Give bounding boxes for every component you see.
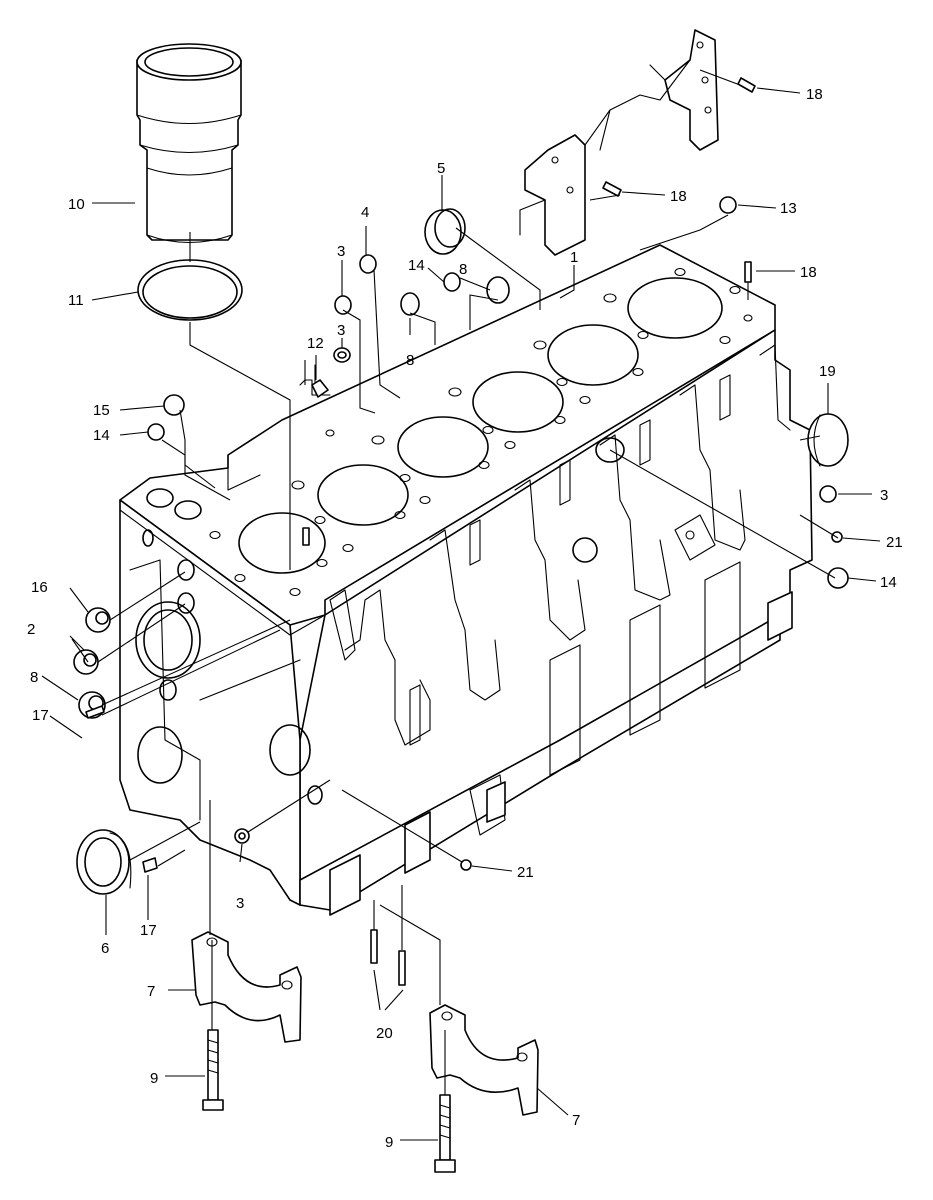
label-10: 10 [68,196,85,213]
callout-labels: 1 2 3 3 3 3 4 5 6 7 7 8 8 8 9 9 10 11 12… [27,86,903,1151]
label-20: 20 [376,1025,393,1042]
label-3a: 3 [337,243,345,260]
label-6: 6 [101,940,109,957]
oil-nozzle [299,364,331,398]
label-14a: 14 [408,257,425,274]
label-4: 4 [361,204,369,221]
label-8b: 8 [459,261,467,278]
label-13: 13 [780,200,797,217]
label-3c: 3 [236,895,244,912]
label-8c: 8 [30,669,38,686]
deck-holes [209,267,753,597]
label-18a: 18 [806,86,823,103]
label-18c: 18 [800,264,817,281]
label-15: 15 [93,402,110,419]
bushing-6 [76,829,132,895]
dowel-pins [85,77,756,873]
bolts [202,1029,456,1173]
leader-lines [41,69,881,1141]
label-16: 16 [31,579,48,596]
label-1: 1 [570,249,578,266]
label-21a: 21 [886,534,903,551]
label-8a: 8 [406,352,414,369]
label-5: 5 [437,160,445,177]
label-18b: 18 [670,188,687,205]
label-19: 19 [819,363,836,380]
label-21b: 21 [517,864,534,881]
label-3d: 3 [880,487,888,504]
cylinder-liner [136,43,242,244]
screws-20 [370,929,406,986]
label-17b: 17 [140,922,157,939]
front-bracket [519,29,719,256]
label-14b: 14 [93,427,110,444]
o-ring [137,259,243,321]
bearing-cap-left [191,931,302,1043]
side-ribs [329,344,791,746]
label-11: 11 [68,292,84,309]
label-9a: 9 [150,1070,158,1087]
label-3b: 3 [337,322,345,339]
plug-5 [424,208,466,255]
label-12: 12 [307,335,324,352]
label-14c: 14 [880,574,897,591]
cylinder-block [119,244,813,916]
label-7b: 7 [572,1112,580,1129]
label-17a: 17 [32,707,49,724]
label-2: 2 [27,621,35,638]
label-7a: 7 [147,983,155,1000]
bearing-cap-right [429,1004,539,1116]
plug-19 [807,413,849,467]
label-9b: 9 [385,1134,393,1151]
